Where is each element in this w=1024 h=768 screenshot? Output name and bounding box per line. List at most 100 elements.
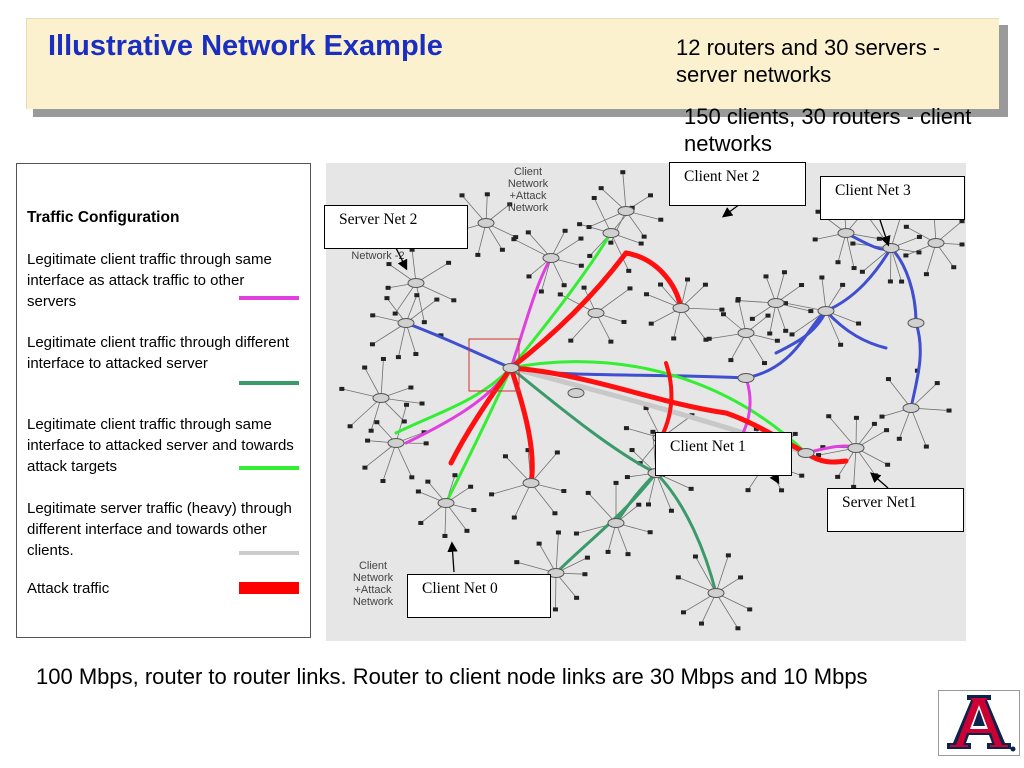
client-node xyxy=(414,293,420,298)
client-node xyxy=(959,242,965,247)
callout-server-net-2: Server Net 2 xyxy=(324,205,468,249)
client-node xyxy=(808,309,814,314)
network-graph: Client Network +Attack Network Network -… xyxy=(339,166,965,631)
client-node xyxy=(735,626,741,631)
client-node xyxy=(370,313,376,318)
client-node xyxy=(885,462,891,467)
client-node xyxy=(339,386,345,391)
client-node xyxy=(536,541,542,546)
client-link xyxy=(595,288,631,314)
client-node xyxy=(459,193,465,198)
link-blue xyxy=(744,309,828,380)
link-green xyxy=(509,360,808,455)
title-box xyxy=(26,18,999,109)
client-node xyxy=(421,320,427,325)
top-network-label-line3: +Attack xyxy=(510,190,547,202)
client-link xyxy=(370,397,382,431)
top-network-label-line4: Network xyxy=(508,202,549,214)
link-red xyxy=(508,365,535,486)
client-node xyxy=(578,263,584,268)
client-link xyxy=(853,447,857,487)
slide-title: Illustrative Network Example xyxy=(48,30,443,62)
client-node xyxy=(419,401,425,406)
callout-client-net-3: Client Net 3 xyxy=(820,176,965,220)
client-link xyxy=(530,482,556,514)
client-link xyxy=(926,242,937,275)
client-node xyxy=(561,283,567,288)
client-node xyxy=(538,289,544,294)
client-node xyxy=(887,279,893,284)
client-node xyxy=(362,465,368,470)
link-magenta xyxy=(509,256,553,370)
client-node xyxy=(621,319,627,324)
bottom-network-label-line3: +Attack xyxy=(355,584,392,596)
university-logo xyxy=(938,690,1020,756)
client-node xyxy=(668,508,674,513)
client-node xyxy=(434,297,440,302)
client-node xyxy=(404,402,410,407)
client-node xyxy=(643,406,649,411)
router-node xyxy=(707,588,725,598)
link-teal xyxy=(654,471,718,595)
client-node xyxy=(749,316,755,321)
arrow-client-net-2 xyxy=(721,203,741,218)
client-link xyxy=(610,232,630,272)
router-node xyxy=(607,518,625,528)
router-node xyxy=(737,373,755,383)
client-link xyxy=(821,277,827,312)
client-node xyxy=(658,282,664,287)
top-network-label-line1: Client xyxy=(514,166,542,178)
link-blue xyxy=(774,309,828,355)
client-node xyxy=(620,170,626,175)
top-network-label-line2: Network xyxy=(508,178,549,190)
client-link xyxy=(513,482,532,518)
client-link xyxy=(769,302,777,334)
client-node xyxy=(374,420,380,425)
arrow-server-net-1 xyxy=(870,472,889,489)
client-node xyxy=(819,275,825,280)
client-node xyxy=(369,342,375,347)
router-node xyxy=(817,306,835,316)
client-node xyxy=(799,473,805,478)
client-node xyxy=(613,480,619,485)
client-node xyxy=(835,474,841,479)
client-link xyxy=(890,247,892,282)
client-link xyxy=(745,332,765,364)
client-link xyxy=(405,322,417,355)
client-link xyxy=(411,249,417,284)
client-link xyxy=(715,555,729,594)
client-node xyxy=(812,237,818,242)
client-node xyxy=(876,236,882,241)
legend-swatch-green xyxy=(239,466,299,470)
client-node xyxy=(415,489,421,494)
client-node xyxy=(779,488,785,493)
client-node xyxy=(765,313,771,318)
router-node xyxy=(522,478,540,488)
client-node xyxy=(706,336,712,341)
client-node xyxy=(853,415,859,420)
client-node xyxy=(468,484,474,489)
client-node xyxy=(719,307,725,312)
client-node xyxy=(859,269,865,274)
client-node xyxy=(815,209,821,214)
client-node xyxy=(959,219,965,224)
client-link xyxy=(445,502,468,532)
link-green xyxy=(444,366,513,505)
callout-client-net-2: Client Net 2 xyxy=(669,162,806,206)
link-blue xyxy=(824,309,888,350)
client-node xyxy=(511,515,517,520)
router-node xyxy=(437,498,455,508)
client-node xyxy=(577,222,583,227)
client-node xyxy=(624,475,630,480)
client-node xyxy=(484,192,490,197)
client-node xyxy=(951,265,957,270)
client-node xyxy=(573,531,579,536)
client-node xyxy=(738,575,744,580)
client-node xyxy=(585,490,591,495)
router-node xyxy=(387,438,405,448)
link-red xyxy=(448,365,514,466)
client-node xyxy=(851,266,857,271)
client-node xyxy=(552,607,558,612)
client-link xyxy=(380,358,384,399)
client-link xyxy=(845,232,855,269)
